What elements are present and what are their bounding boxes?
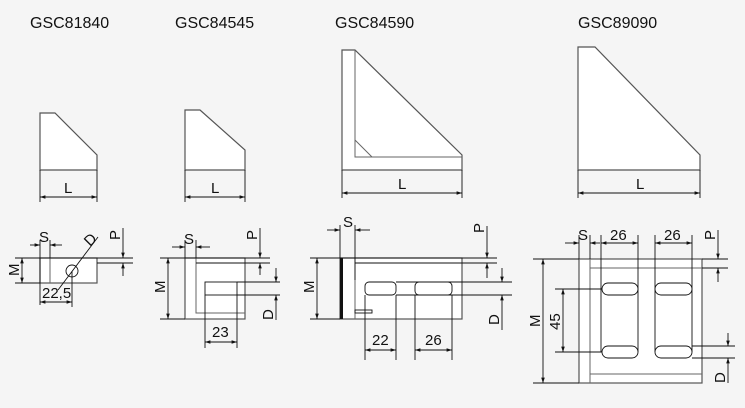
length-label: L	[398, 176, 406, 193]
length-label: L	[64, 180, 72, 197]
s-label: S	[578, 227, 588, 244]
d-label: D	[712, 372, 729, 383]
m-label: M	[152, 281, 169, 294]
top-view-gsc81840: S D M P 22,5	[6, 228, 133, 307]
d-label: D	[81, 230, 101, 250]
offset-label: 22,5	[42, 285, 71, 302]
p-label: P	[107, 230, 124, 240]
d-label: D	[260, 309, 277, 320]
m-label: M	[301, 281, 318, 294]
model-title: GSC84545	[175, 15, 254, 32]
length-label: L	[211, 180, 219, 197]
side-view-gsc84590: L	[341, 49, 463, 198]
side-view-gsc84545: L	[184, 109, 246, 202]
p-label: P	[244, 230, 261, 240]
offset-label: 23	[212, 324, 229, 341]
pitch-b-label: 26	[664, 227, 681, 244]
side-view-gsc89090: L	[577, 46, 701, 198]
length-label: L	[636, 176, 644, 193]
d-label: D	[486, 314, 503, 325]
model-title: GSC89090	[578, 15, 657, 32]
m-label: M	[6, 264, 23, 277]
top-view-gsc84545: M S P D 23	[152, 228, 280, 348]
model-title: GSC84590	[335, 15, 414, 32]
offset-label: 22	[372, 332, 389, 349]
vertical-label: 45	[547, 313, 564, 330]
top-view-gsc89090: 26 26 S M 45 P D	[527, 227, 735, 384]
side-view-gsc81840: L	[39, 112, 98, 202]
pitch-a-label: 26	[610, 227, 627, 244]
pitch-label: 26	[425, 332, 442, 349]
model-title: GSC81840	[30, 15, 109, 32]
s-label: S	[39, 229, 49, 246]
s-label: S	[184, 231, 194, 248]
p-label: P	[471, 223, 488, 233]
top-view-gsc84590: M S P D 22 26	[301, 214, 512, 360]
s-label: S	[343, 214, 353, 231]
m-label: M	[527, 315, 544, 328]
p-label: P	[702, 230, 719, 240]
